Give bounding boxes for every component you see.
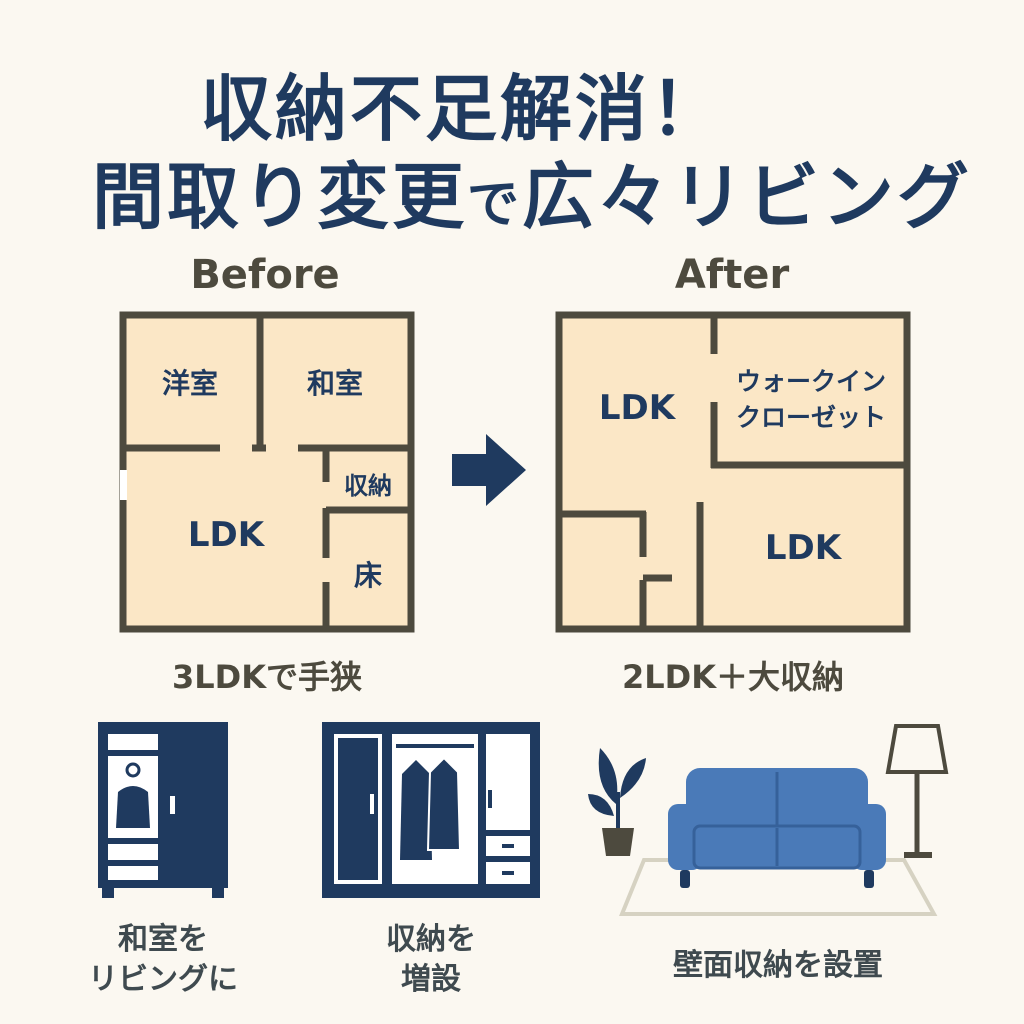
icon-caption-2-line2: 増設 [401,962,461,997]
room-label-western: 洋室 [161,367,218,400]
before-floor-plan [119,311,415,633]
before-heading: Before [190,252,340,298]
wardrobe-icon [98,722,228,898]
room-label-floor: 床 [353,559,382,592]
room-label-japanese: 和室 [306,367,363,400]
icon-caption-3: 壁面収納を設置 [673,948,883,983]
icon-caption-1-line2: リビングに [88,962,238,997]
after-heading: After [674,252,790,298]
room-label-ldk: LDK [187,515,265,555]
title-line-2-particle: で [467,175,523,235]
arrow-right-icon [452,434,526,506]
icon-caption-2-line1: 収納を [386,922,476,957]
room-label-ldk-top: LDK [598,388,676,428]
before-caption: 3LDKで手狭 [171,658,363,696]
living-room-icon [588,724,949,916]
closet-icon [322,722,540,898]
after-floor-plan [555,311,911,633]
title-line-2-main: 間取り変更 [92,155,468,239]
room-label-storage: 収納 [344,472,392,500]
title-line-2: 間取り変更で広々リビング [92,138,972,243]
title-line-1: 収納不足解消！ [200,67,726,151]
after-caption: 2LDK＋大収納 [621,658,845,696]
room-label-walkin-line2: クローゼット [735,403,886,432]
room-label-walkin-line1: ウォークイン [735,367,886,396]
icon-caption-1-line1: 和室を [118,922,208,957]
title-line-2-end: 広々リビング [522,155,973,239]
room-label-ldk-bottom: LDK [764,528,842,568]
